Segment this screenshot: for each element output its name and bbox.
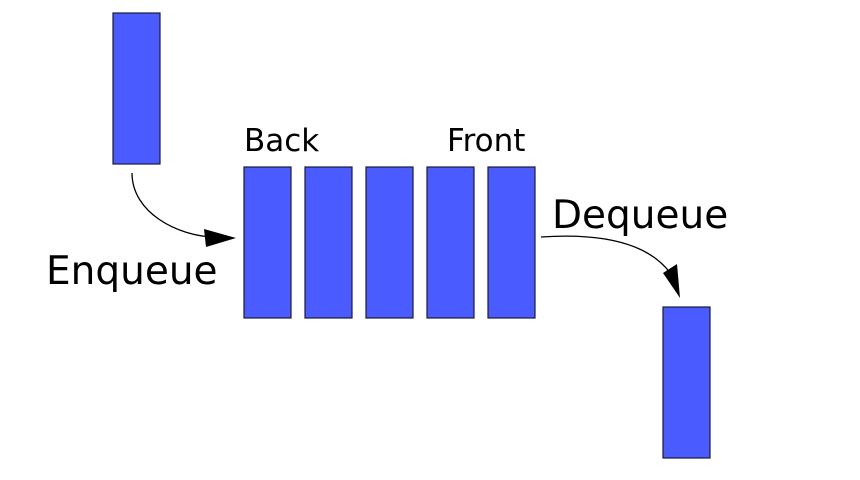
incoming-element [112,12,161,165]
back-label: Back [244,123,319,159]
front-label: Front [447,123,525,159]
queue-element [426,166,475,319]
dequeue-label: Dequeue [552,193,728,238]
queue-element [487,166,536,319]
enqueue-label: Enqueue [46,249,218,294]
queue-element [243,166,292,319]
queue-element [304,166,353,319]
queue-elements [243,166,536,319]
enqueue-arrow [131,172,215,238]
dequeue-arrow [540,235,672,275]
dequeue-arrowhead [663,264,680,298]
outgoing-element [662,306,711,459]
enqueue-arrowhead [204,229,236,247]
queue-element [365,166,414,319]
